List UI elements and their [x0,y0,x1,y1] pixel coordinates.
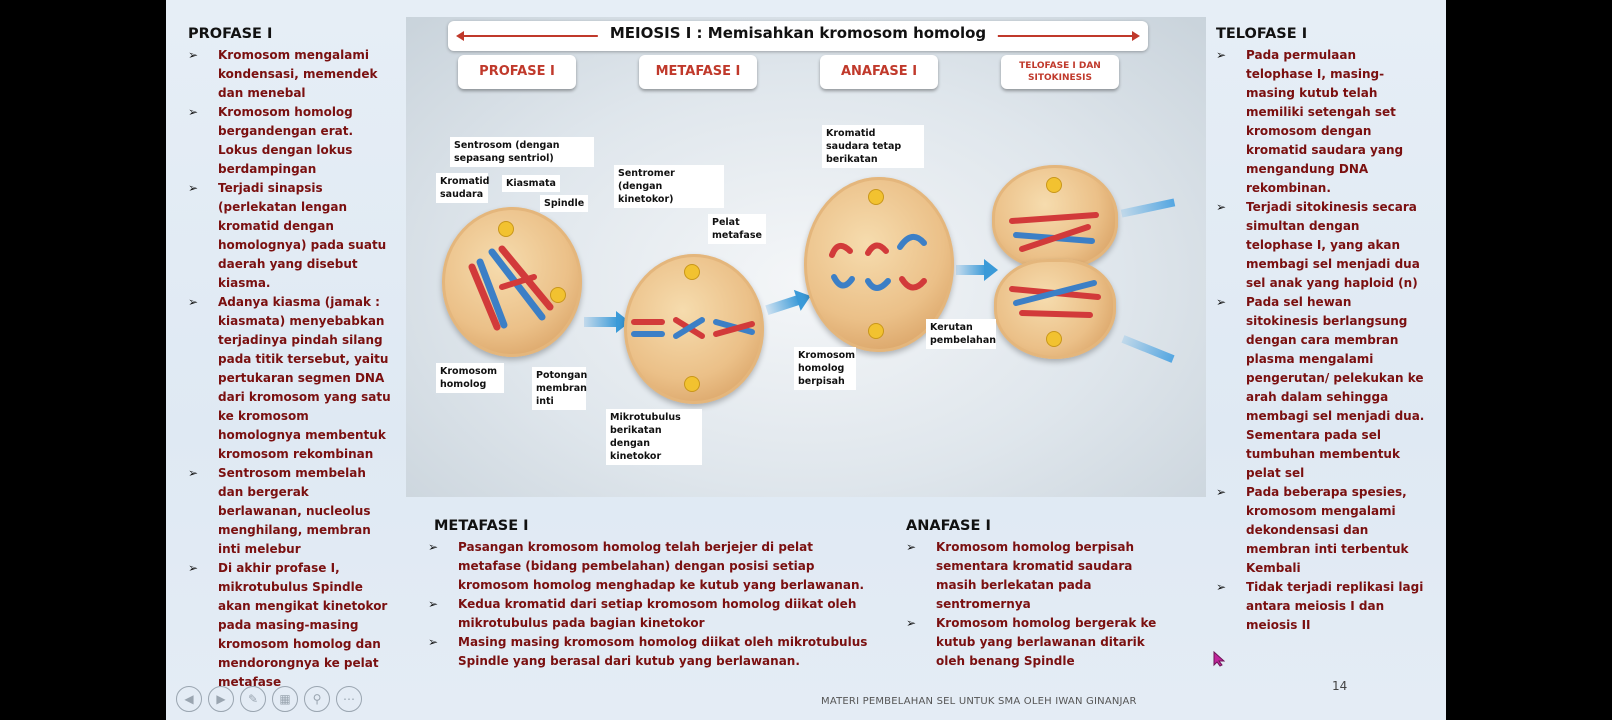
chromosomes-profase-icon [468,245,554,331]
callout-kromosom-homolog: Kromosom homolog [436,363,504,393]
callout-pelat-metafase: Pelat metafase [708,214,766,244]
telofase-bullet: Pada sel hewan sitokinesis berlangsung d… [1216,293,1426,483]
zoom-icon[interactable]: ⚲ [304,686,330,712]
diagram-title: MEIOSIS I : Memisahkan kromosom homolog [597,24,999,42]
profase-bullet: Sentrosom membelah dan bergerak berlawan… [188,464,394,559]
flow-arrow-icon [956,259,998,281]
profase-bullet: Kromosom mengalami kondensasi, memendek … [188,46,394,103]
next-icon[interactable]: ▶ [208,686,234,712]
centrosome-icon [1046,331,1062,347]
callout-sentrosom: Sentrosom (dengan sepasang sentriol) [450,137,594,167]
metafase-bullets: Pasangan kromosom homolog telah berjejer… [428,538,868,671]
meiosis-diagram: MEIOSIS I : Memisahkan kromosom homolog … [406,17,1206,497]
centrosome-icon [550,287,566,303]
telofase-bullet: Tidak terjadi replikasi lagi antara meio… [1216,578,1426,635]
callout-kerutan: Kerutan pembelahan [926,319,996,349]
phase-tab-anafase: ANAFASE I [820,55,938,89]
centrosome-icon [868,189,884,205]
profase-bullet: Kromosom homolog bergandengan erat. Loku… [188,103,394,179]
cursor-icon [1213,651,1225,667]
metafase-heading: METAFASE I [434,518,529,534]
metafase-bullet: Pasangan kromosom homolog telah berjejer… [428,538,868,595]
cell-telofase-bottom [994,259,1116,359]
profase-bullets: Kromosom mengalami kondensasi, memendek … [188,46,394,692]
slide: PROFASE I Kromosom mengalami kondensasi,… [166,0,1446,720]
callout-potongan-membran: Potongan membran inti [532,367,587,410]
centrosome-icon [684,376,700,392]
pen-icon[interactable]: ✎ [240,686,266,712]
flow-arrow-icon [584,311,630,333]
profase-bullet: Di akhir profase I, mikrotubulus Spindle… [188,559,394,692]
phase-tab-telofase: TELOFASE I DAN SITOKINESIS [1001,55,1119,89]
presenter-toolbar: ◀ ▶ ✎ ▦ ⚲ ⋯ [176,686,362,712]
cell-profase [442,207,582,357]
centrosome-icon [684,264,700,280]
anafase-bullet: Kromosom homolog berpisah sementara krom… [906,538,1176,614]
callout-sentromer: Sentromer (dengan kinetokor) [614,165,724,208]
chromosomes-telofase-icon [1009,212,1099,252]
centrosome-icon [498,221,514,237]
anafase-heading: ANAFASE I [906,518,991,534]
cell-metafase [624,254,764,404]
anafase-bullet: Kromosom homolog bergerak ke kutub yang … [906,614,1176,671]
centrosome-icon [868,323,884,339]
telofase-bullet: Pada permulaan telophase I, masing-masin… [1216,46,1426,198]
callout-kromosom-berpisah: Kromosom homolog berpisah [794,347,856,390]
telofase-bullet: Pada beberapa spesies, kromosom mengalam… [1216,483,1426,578]
callout-spindle: Spindle [540,195,589,212]
chromosomes-telofase-icon [1009,280,1101,318]
telofase-bullets: Pada permulaan telophase I, masing-masin… [1216,46,1426,635]
slide-footer: MATERI PEMBELAHAN SEL UNTUK SMA OLEH IWA… [821,696,1137,707]
profase-bullet: Adanya kiasma (jamak : kiasmata) menyeba… [188,293,394,464]
centrosome-icon [1046,177,1062,193]
phase-tab-profase: PROFASE I [458,55,576,89]
callout-mikrotubulus: Mikrotubulus berikatan dengan kinetokor [606,409,702,465]
anafase-bullets: Kromosom homolog berpisah sementara krom… [906,538,1176,671]
callout-kromatid-saudara: Kromatid saudara [436,173,489,203]
callout-kromatid-tetap: Kromatid saudara tetap berikatan [822,125,924,168]
metafase-bullet: Masing masing kromosom homolog diikat ol… [428,633,868,671]
chromosomes-anafase-icon [829,234,927,291]
more-icon[interactable]: ⋯ [336,686,362,712]
callout-kiasmata: Kiasmata [502,175,560,192]
cell-telofase-top [992,165,1118,269]
slides-icon[interactable]: ▦ [272,686,298,712]
diagram-title-bar: MEIOSIS I : Memisahkan kromosom homolog [448,21,1148,51]
page-number: 14 [1332,679,1348,693]
telofase-bullet: Terjadi sitokinesis secara simultan deng… [1216,198,1426,293]
profase-bullet: Terjadi sinapsis (perlekatan lengan krom… [188,179,394,293]
metafase-bullet: Kedua kromatid dari setiap kromosom homo… [428,595,868,633]
prev-icon[interactable]: ◀ [176,686,202,712]
flow-arrow-icon [765,294,801,316]
telofase-heading: TELOFASE I [1216,26,1308,42]
phase-tab-metafase: METAFASE I [639,55,757,89]
profase-heading: PROFASE I [188,26,273,42]
chromosomes-metafase-icon [631,317,755,339]
